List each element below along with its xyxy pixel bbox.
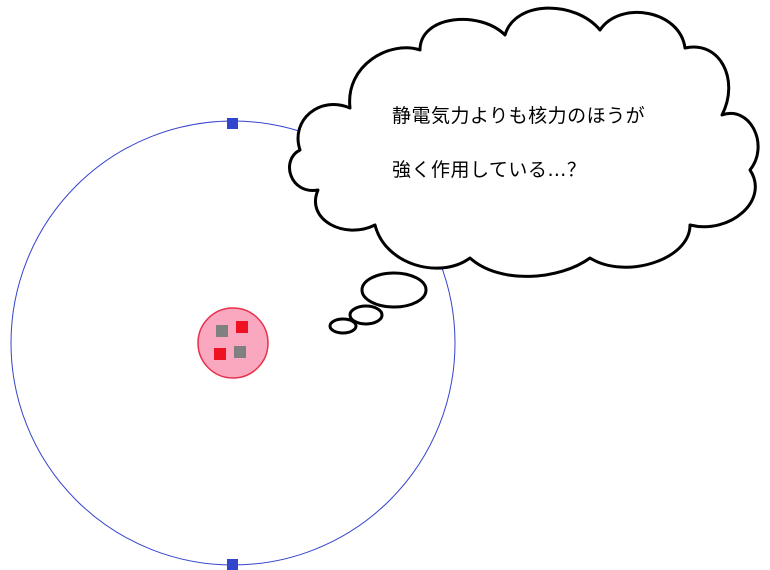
neutron [234, 346, 246, 358]
thought-text-line-2: 強く作用している…？ [392, 159, 587, 181]
thought-text-line-1: 静電気力よりも核力のほうが [392, 105, 646, 127]
neutron [216, 325, 228, 337]
nucleus-body [197, 307, 269, 379]
electron-top [227, 118, 238, 129]
thought-dot-large [360, 271, 428, 309]
proton [214, 348, 226, 360]
thought-dot-small [328, 317, 358, 335]
nucleus [197, 307, 269, 379]
thought-dot-medium [348, 304, 384, 326]
proton [236, 321, 248, 333]
thought-bubble [288, 6, 760, 335]
thought-cloud [288, 6, 760, 278]
electron-bottom [227, 559, 238, 570]
